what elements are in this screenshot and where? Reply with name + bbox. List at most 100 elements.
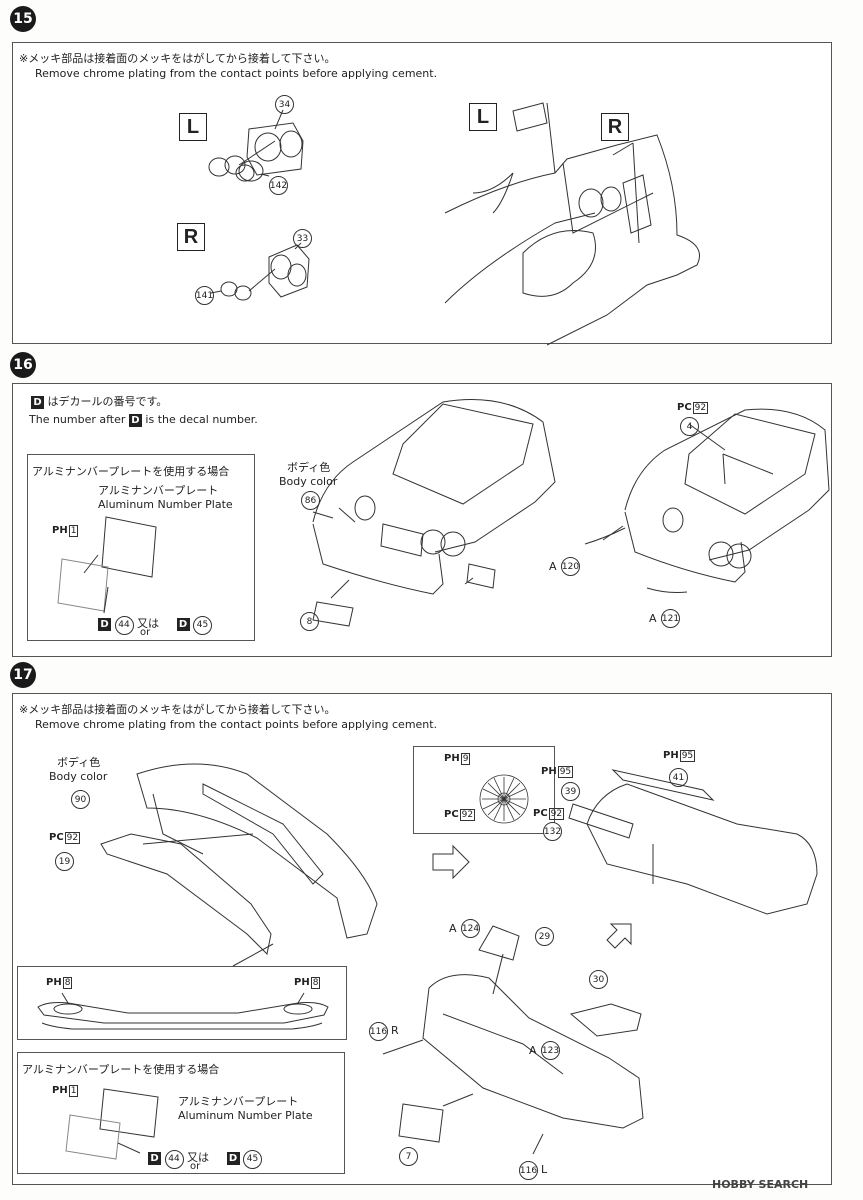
- car-rear-drawings: [312, 399, 830, 627]
- paint-code: PC: [444, 809, 459, 820]
- paint-code: PC: [49, 832, 64, 843]
- paint-number: 95: [557, 766, 574, 778]
- paint-number: 95: [679, 750, 696, 762]
- step-15-panel: ※メッキ部品は接着面のメッキをはがしてから接着して下さい。 Remove chr…: [12, 42, 832, 346]
- part-132: 132: [543, 822, 562, 841]
- side-right-label-car: R: [601, 113, 629, 141]
- decal-icon: D: [128, 413, 142, 427]
- part-41: 41: [669, 768, 688, 787]
- body-color-en: Body color: [279, 475, 338, 488]
- decal-icon: D: [31, 395, 44, 409]
- decal-45: 45: [243, 1149, 262, 1169]
- paint-code: PH: [444, 753, 460, 764]
- decal-icon: D: [98, 617, 111, 631]
- decal-note-en: The number after D is the decal number.: [29, 412, 258, 427]
- bumper-drawings: [100, 763, 818, 1155]
- side-right-label: R: [177, 223, 205, 251]
- decal-icon: D: [226, 1151, 240, 1165]
- plate-label-jp-17: アルミナンバープレート: [178, 1095, 299, 1108]
- step-16-number: 16: [10, 352, 36, 378]
- paint-number: 92: [459, 809, 476, 821]
- decal-note-en-pre: The number after: [29, 413, 126, 426]
- part-142: 142: [269, 176, 288, 195]
- paint-code: PH: [52, 525, 68, 536]
- part-121-prefix: A: [649, 612, 657, 625]
- decal-note-jp: D はデカールの番号です。: [31, 394, 167, 409]
- paint-number: 92: [64, 832, 81, 844]
- paint-code: PC: [533, 808, 548, 819]
- step-17-panel: ※メッキ部品は接着面のメッキをはがしてから接着して下さい。 Remove chr…: [12, 693, 832, 1185]
- side-left-label-car: L: [469, 103, 497, 131]
- aluminum-plate-inset: アルミナンバープレートを使用する場合 アルミナンバープレート Aluminum …: [27, 454, 255, 641]
- part-116-r: 116: [369, 1022, 388, 1041]
- part-120: 120: [561, 557, 580, 576]
- part-141: 141: [195, 286, 214, 305]
- part-30: 30: [589, 970, 608, 989]
- decal-choice: D 44 又は D 45: [98, 615, 212, 635]
- step-15-number: 15: [10, 6, 36, 32]
- part-90: 90: [71, 790, 90, 809]
- decal-icon: D: [176, 617, 190, 631]
- part-4: 4: [680, 417, 699, 436]
- chrome-note-en: Remove chrome plating from the contact p…: [35, 67, 438, 80]
- part-123-prefix: A: [529, 1044, 537, 1057]
- body-color-en-17: Body color: [49, 770, 108, 783]
- body-color-jp-17: ボディ色: [57, 756, 101, 769]
- paint-code: PH: [663, 750, 679, 761]
- part-116-r-side: R: [391, 1024, 399, 1037]
- part-19: 19: [55, 852, 74, 871]
- or-jp: 又は: [137, 617, 159, 630]
- paint-number: 92: [692, 402, 709, 414]
- part-29: 29: [535, 927, 554, 946]
- inset-title-17: アルミナンバープレートを使用する場合: [22, 1063, 220, 1076]
- or-jp: 又は: [187, 1151, 209, 1164]
- or-en-17: or: [190, 1161, 201, 1172]
- chrome-note-jp-17: ※メッキ部品は接着面のメッキをはがしてから接着して下さい。: [19, 703, 336, 716]
- part-34: 34: [275, 95, 294, 114]
- part-8: 8: [300, 612, 319, 631]
- plate-drawing: [57, 516, 157, 614]
- paint-code: PC: [677, 402, 692, 413]
- decal-44: 44: [164, 1149, 184, 1169]
- decal-45: 45: [193, 615, 212, 635]
- part-124-prefix: A: [449, 922, 457, 935]
- paint-number: 9: [460, 753, 471, 765]
- emblem-drawing: [479, 774, 529, 824]
- plate-label-jp: アルミナンバープレート: [98, 484, 219, 497]
- paint-code: PH: [294, 977, 310, 988]
- part-123: 123: [541, 1041, 560, 1060]
- decal-icon: D: [148, 1151, 161, 1165]
- or-en: or: [140, 627, 151, 638]
- plate-drawing-17: [65, 1088, 159, 1160]
- part-120-prefix: A: [549, 560, 557, 573]
- chrome-note-jp: ※メッキ部品は接着面のメッキをはがしてから接着して下さい。: [19, 52, 336, 65]
- paint-number: 8: [310, 977, 321, 989]
- paint-number: 8: [62, 977, 73, 989]
- paint-number: 1: [68, 1085, 79, 1097]
- plate-label-en-17: Aluminum Number Plate: [178, 1109, 313, 1122]
- paint-code: PH: [541, 766, 557, 777]
- side-left-label: L: [179, 113, 207, 141]
- part-86: 86: [301, 491, 320, 510]
- paint-number: 1: [68, 525, 79, 537]
- step-16-panel: D はデカールの番号です。 The number after D is the …: [12, 383, 832, 657]
- paint-code: PH: [46, 977, 62, 988]
- step-17-number: 17: [10, 662, 36, 688]
- grille-drawing: [37, 992, 329, 1030]
- tail-light-left-drawing: [208, 102, 700, 346]
- decal-choice-17: D 44 又は D 45: [148, 1149, 262, 1169]
- chrome-note-en-17: Remove chrome plating from the contact p…: [35, 718, 438, 731]
- decal-note-jp-text: はデカールの番号です。: [47, 395, 168, 408]
- part-116-l-side: L: [541, 1163, 548, 1176]
